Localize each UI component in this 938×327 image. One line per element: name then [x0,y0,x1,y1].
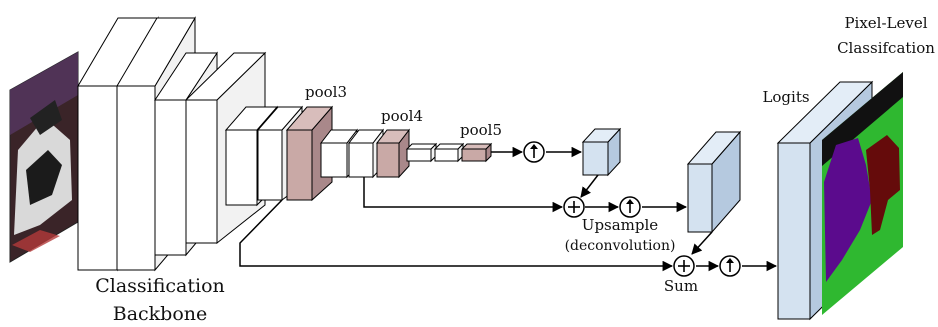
up-arrow-icon [626,199,634,213]
plus-icon [678,260,690,272]
edge-pool3-skip-to-sum2 [239,199,674,272]
up-arrow-icon [726,258,734,272]
up-arrow-icon [530,144,538,158]
sum-op-1 [563,196,585,218]
sum-label: Sum [664,277,698,295]
pool4-block [375,128,411,179]
upsample-block-1 [581,127,622,177]
pool5-label: pool5 [460,121,502,139]
upsample-op-3 [719,255,741,277]
input-image [9,51,79,263]
edge-pool4-skip-to-sum1 [363,177,564,213]
pool4-label: pool4 [381,107,423,125]
stage5-layer-1 [405,142,438,163]
stage5-layer-2 [433,142,465,163]
pool3-label: pool3 [305,83,347,101]
sum-op-2 [673,255,695,277]
output-label-line2: Classifcation [837,39,935,57]
backbone-label-line2: Backbone [113,303,208,325]
backbone-label-line1: Classification [95,275,225,297]
upsample-block-2 [686,130,742,234]
pool5-block [460,142,493,163]
upsample-op-1 [523,141,545,163]
output-label-line1: Pixel-Level [844,14,927,32]
logits-label: Logits [762,88,809,106]
segmentation-output-image [822,72,903,315]
upsample-label-line1: Upsample [582,216,659,234]
edge-block2-to-sum2 [691,231,713,255]
upsample-label-line2: (deconvolution) [565,238,676,254]
edge-block1-to-sum1 [580,174,599,198]
plus-icon [568,201,580,213]
upsample-op-2 [619,196,641,218]
